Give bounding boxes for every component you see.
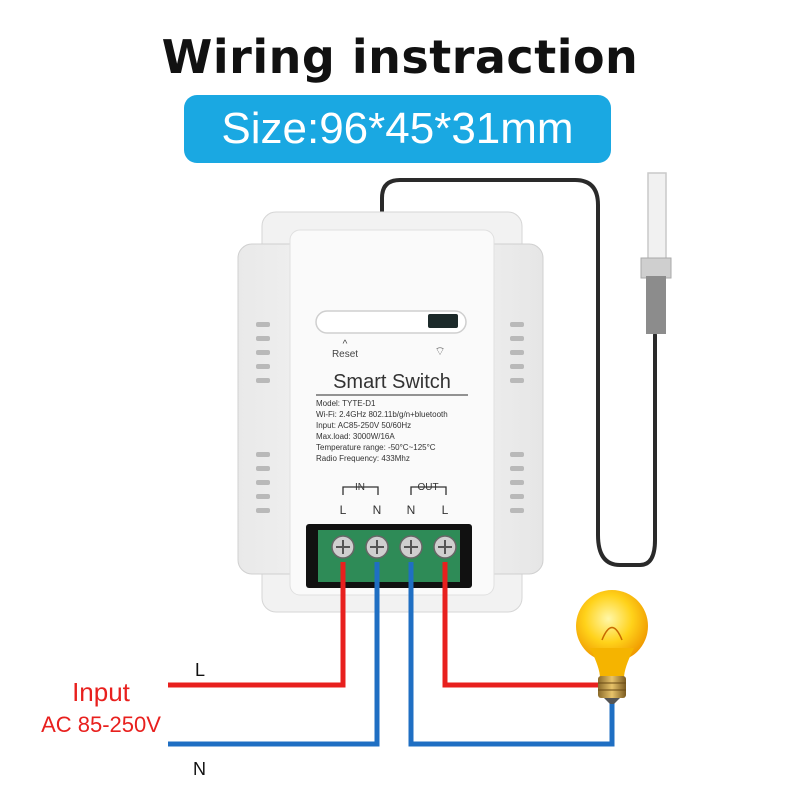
spec-line: Radio Frequency: 433Mhz <box>316 454 410 463</box>
device-brand: Smart Switch <box>333 371 451 393</box>
input-label: Input <box>72 677 131 707</box>
neutral-label: N <box>193 759 206 779</box>
live-output-wire <box>442 562 600 688</box>
out-label: OUT <box>417 482 438 493</box>
terminal-label: N <box>373 503 382 517</box>
wifi-icon: ⌔ <box>434 344 445 358</box>
spec-line: Max.load: 3000W/16A <box>316 432 395 441</box>
terminal-label: L <box>340 503 347 517</box>
size-badge: Size:96*45*31mm <box>184 95 611 163</box>
status-led <box>428 314 458 328</box>
spec-line: Wi-Fi: 2.4GHz 802.11b/g/n+bluetooth <box>316 410 448 419</box>
live-label: L <box>195 660 205 680</box>
spec-line: Temperature range: -50°C~125°C <box>316 443 436 452</box>
voltage-label: AC 85-250V <box>41 712 161 737</box>
spec-line: Input: AC85-250V 50/60Hz <box>316 421 411 430</box>
terminal-label: L <box>442 503 449 517</box>
size-badge-text: Size:96*45*31mm <box>221 104 574 153</box>
terminal-label: N <box>407 503 416 517</box>
temperature-probe <box>640 172 672 334</box>
smart-switch-device: ^ Reset ⌔ Smart Switch Model: TYTE-D1 Wi… <box>237 211 544 613</box>
in-label: IN <box>355 482 365 493</box>
page-title: Wiring instraction <box>161 30 639 84</box>
live-input-wire <box>168 562 346 688</box>
sensor-cable <box>380 178 657 567</box>
reset-arrow-icon: ^ <box>343 339 348 350</box>
neutral-output-wire <box>408 562 615 747</box>
spec-line: Model: TYTE-D1 <box>316 399 376 408</box>
light-bulb-icon <box>576 590 648 704</box>
reset-label: Reset <box>332 349 358 360</box>
neutral-input-wire <box>168 562 380 747</box>
spec-list: Model: TYTE-D1 Wi-Fi: 2.4GHz 802.11b/g/n… <box>316 399 448 463</box>
